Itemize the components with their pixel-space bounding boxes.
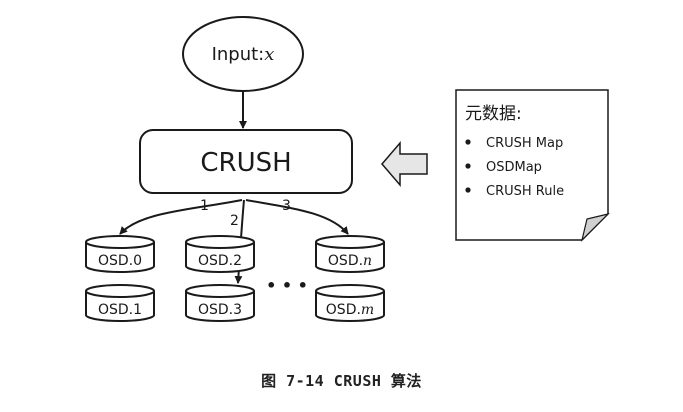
osd-ellipsis: • • • bbox=[266, 276, 308, 295]
crush-label: CRUSH bbox=[200, 148, 291, 178]
osd-0-label: OSD.0 bbox=[98, 253, 142, 269]
osd-2-disk: OSD.2 bbox=[185, 235, 255, 273]
arrow-to-osd0 bbox=[119, 199, 243, 235]
metadata-input-arrow-icon bbox=[381, 140, 428, 188]
osd-m-label: OSD.m bbox=[326, 302, 374, 318]
metadata-item-crush-rule: CRUSH Rule bbox=[486, 184, 564, 199]
metadata-title: 元数据: bbox=[465, 104, 522, 124]
input-node: Input:x bbox=[182, 16, 304, 92]
arrow-to-osdn bbox=[245, 199, 349, 235]
arrow-label-1: 1 bbox=[200, 198, 209, 214]
osd-3-label: OSD.3 bbox=[198, 302, 242, 318]
bullet-icon bbox=[465, 163, 471, 169]
osd-n-label: OSD.n bbox=[328, 253, 372, 269]
metadata-item-osdmap: OSDMap bbox=[486, 160, 542, 175]
bullet-icon bbox=[465, 187, 471, 193]
figure-caption: 图 7-14 CRUSH 算法 bbox=[261, 372, 422, 390]
crush-node: CRUSH bbox=[139, 129, 353, 194]
osd-1-disk: OSD.1 bbox=[85, 284, 155, 322]
arrow-label-3: 3 bbox=[282, 198, 291, 214]
osd-0-disk: OSD.0 bbox=[85, 235, 155, 273]
note-fold-icon bbox=[580, 212, 610, 242]
input-label: Input:x bbox=[212, 44, 275, 65]
bullet-icon bbox=[465, 139, 471, 145]
osd-1-label: OSD.1 bbox=[98, 302, 142, 318]
metadata-note: 元数据: CRUSH Map OSDMap CRUSH Rule bbox=[455, 89, 610, 242]
arrow-label-2: 2 bbox=[230, 213, 239, 229]
metadata-item-crush-map: CRUSH Map bbox=[486, 136, 563, 151]
osd-n-disk: OSD.n bbox=[315, 235, 385, 273]
osd-2-label: OSD.2 bbox=[198, 253, 242, 269]
osd-3-disk: OSD.3 bbox=[185, 284, 255, 322]
osd-m-disk: OSD.m bbox=[315, 284, 385, 322]
